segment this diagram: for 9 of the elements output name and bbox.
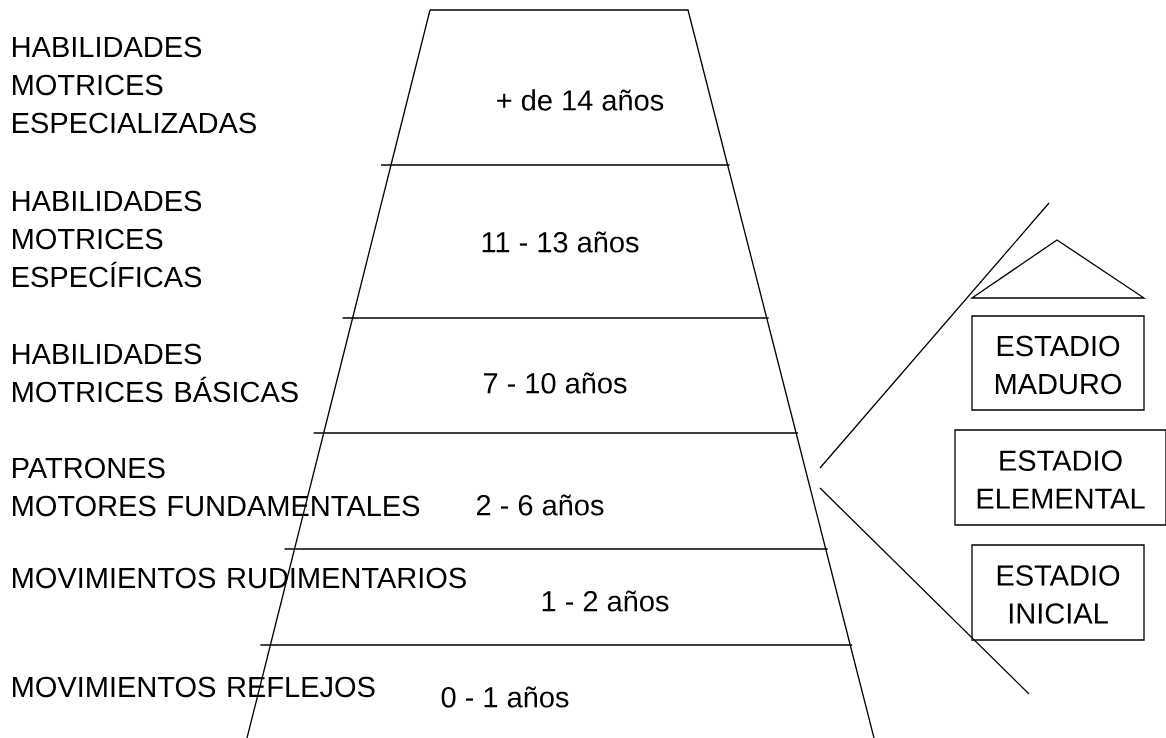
stage-box: ESTADIO MADURO <box>971 315 1145 411</box>
level-label: HABILIDADES MOTRICES BÁSICAS <box>13 343 298 403</box>
level-label: HABILIDADES MOTRICES ESPECIALIZADAS <box>13 36 256 134</box>
pyramid-band: + de 14 años <box>380 9 731 166</box>
pyramid-band: 7 - 10 años <box>313 317 799 434</box>
stage-box: ESTADIO INICIAL <box>971 544 1145 641</box>
level-label: HABILIDADES MOTRICES ESPECÍFICAS <box>13 190 202 288</box>
stage-box: ESTADIO ELEMENTAL <box>954 429 1166 526</box>
pyramid-band: 11 - 13 años <box>341 164 770 319</box>
